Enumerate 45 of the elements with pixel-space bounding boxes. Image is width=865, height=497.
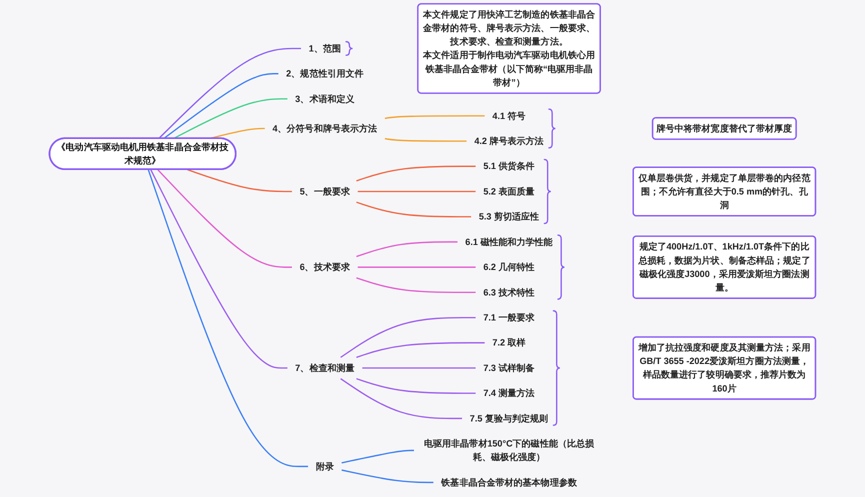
connector [384, 138, 467, 142]
connector [150, 169, 288, 369]
connector [340, 378, 462, 420]
node-text: 6.2 几何特性 [483, 262, 535, 272]
connector [163, 73, 278, 140]
node-text: 4.1 符号 [492, 110, 526, 121]
node-text: 5.1 供货条件 [483, 160, 535, 172]
connector [342, 450, 414, 464]
connector [356, 378, 476, 394]
node-text: 附录 [316, 460, 334, 472]
node-text: 4、分符号和牌号表示方法 [272, 122, 378, 134]
connector [158, 48, 301, 139]
connector [384, 115, 485, 119]
node-text: 2、规范性引用文件 [286, 68, 364, 79]
connector [157, 169, 292, 268]
node-text: 5、一般要求 [300, 186, 350, 196]
node-text: 6.1 磁性能和力学性能 [465, 236, 553, 247]
connector [356, 277, 476, 294]
node-text: 7.2 取样 [492, 337, 526, 348]
node-text: 3、术语和定义 [295, 93, 355, 104]
node-text: 7.3 试样制备 [483, 362, 535, 373]
node-text: 7.5 复验与判定规则 [470, 412, 548, 424]
node-text: 6.3 技术特性 [483, 286, 535, 298]
node-text: 电驱用非晶带材150°C下的磁性能（比总损耗、磁极化强度） [424, 438, 594, 462]
node-text: 6、技术要求 [300, 262, 350, 272]
node-text: 4.2 牌号表示方法 [474, 136, 544, 146]
connector [356, 342, 485, 358]
node-text: 7、检查和测量 [295, 362, 355, 373]
connector [362, 367, 476, 369]
connector [173, 98, 288, 140]
connector [356, 166, 476, 182]
connector [340, 316, 476, 358]
node-text: 1、范围 [308, 42, 341, 54]
node-text: 7.4 测量方法 [483, 388, 535, 398]
node-text: 5.3 剪切适应性 [478, 211, 540, 222]
connector [356, 202, 472, 218]
node-text: 铁基非晶合金带材的基本物理参数 [441, 476, 577, 488]
connector [186, 168, 292, 192]
connector [148, 169, 308, 468]
connector [356, 241, 458, 258]
connector [358, 190, 476, 192]
connector [342, 469, 434, 484]
node-text: 5.2 表面质量 [483, 186, 535, 196]
connector [358, 266, 476, 268]
node-text: 7.1 一般要求 [483, 312, 535, 322]
